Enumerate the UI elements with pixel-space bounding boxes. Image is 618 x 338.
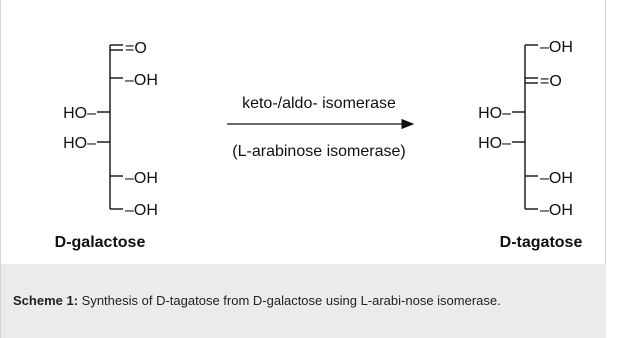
tagatose-c4-hydroxyl: HO–	[478, 135, 511, 152]
arrow-label-top: keto-/aldo- isomerase	[242, 95, 396, 112]
galactose-carbonyl: =O	[125, 40, 147, 57]
caption-label: Scheme 1:	[13, 293, 79, 308]
product-name: D-tagatose	[500, 234, 583, 251]
tagatose-c5-hydroxyl: –OH	[540, 170, 573, 187]
reactant-name: D-galactose	[55, 234, 146, 251]
tagatose-c3-hydroxyl: HO–	[478, 105, 511, 122]
tagatose-c1-hydroxyl: –OH	[540, 39, 573, 56]
tagatose-c6-hydroxyl: –OH	[540, 202, 573, 219]
caption-text: Synthesis of D-tagatose from D-galactose…	[78, 293, 501, 308]
tagatose-carbonyl: =O	[540, 73, 562, 90]
reaction-scheme: =O –OH HO– HO– –OH –OH D-galactose keto-…	[55, 39, 583, 251]
galactose-c2-hydroxyl: –OH	[125, 72, 158, 89]
galactose-c6-hydroxyl: –OH	[125, 202, 158, 219]
galactose-c5-hydroxyl: –OH	[125, 170, 158, 187]
arrow-label-bottom: (L-arabinose isomerase)	[232, 143, 405, 160]
galactose-structure	[97, 44, 123, 210]
galactose-c4-hydroxyl: HO–	[63, 135, 96, 152]
tagatose-structure	[512, 44, 538, 210]
galactose-c3-hydroxyl: HO–	[63, 105, 96, 122]
caption: Scheme 1: Synthesis of D-tagatose from D…	[1, 264, 606, 338]
